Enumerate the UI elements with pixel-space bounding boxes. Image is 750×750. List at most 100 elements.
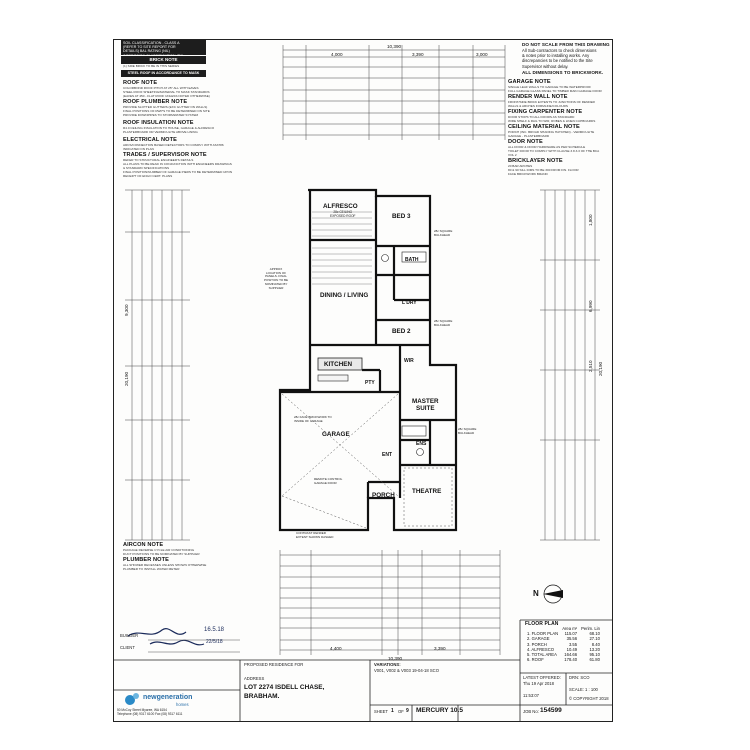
client-label: CLIENT bbox=[120, 645, 135, 650]
room-dining: DINING / LIVING bbox=[320, 292, 369, 299]
row-label: 3. PORCH bbox=[527, 641, 547, 647]
proposed-label: PROPOSED RESIDENCE FOR bbox=[244, 662, 304, 667]
annot-contrast-render: CONTRAST RENDER EXTENT SHOWN DASHED bbox=[296, 531, 334, 539]
table-header: Perim. Lin bbox=[581, 626, 600, 631]
dim-right-b: 2,510 bbox=[588, 360, 593, 373]
row-area: 115.07 bbox=[564, 631, 578, 637]
dim-left-total: 9,300 bbox=[124, 304, 129, 317]
north-label: N bbox=[533, 589, 539, 598]
row-area: 178.40 bbox=[564, 657, 578, 663]
room-kitchen: KITCHEN bbox=[324, 361, 352, 368]
room-bed2: BED 2 bbox=[392, 328, 411, 335]
table-header: Area m² bbox=[562, 626, 578, 631]
note-head-roof: ROOF NOTE bbox=[123, 80, 158, 86]
table-row: 5. TOTAL AREA 164.66 95.10 bbox=[525, 652, 602, 657]
note-text-render: FRONT/SIDE BRICK EXTENTS TO JUNCTIONS OF… bbox=[508, 100, 595, 108]
client-date: 22/5/18 bbox=[206, 639, 223, 645]
note-text-electrical: ARCS/CONNECTION BASED DETECTORS TO COMPL… bbox=[123, 143, 224, 151]
dim-top-c: 3,000 bbox=[476, 52, 488, 57]
room-ens: ENS bbox=[416, 441, 427, 447]
annot-solar: APPROX LOCATION OF PANELS. FINAL POSITIO… bbox=[264, 267, 289, 290]
dim-top-total: 10,390 bbox=[387, 44, 402, 49]
note-text-plumber: ALL SHOWER RECESSES UNLESS SHOWN OTHERWI… bbox=[123, 563, 207, 571]
job-number: 154599 bbox=[540, 707, 562, 714]
warning-no-scale: DO NOT SCALE FROM THIS DRAWING bbox=[522, 42, 610, 47]
latest-offered-label: LATEST OFFERED: bbox=[523, 675, 561, 680]
row-perim: 8.40 bbox=[591, 641, 600, 647]
room-alfresco-sub: 28c CEILING EXPOSED ROOF bbox=[330, 210, 356, 218]
dim-left-mid: 20,190 bbox=[124, 371, 129, 386]
dim-top-b: 3,390 bbox=[412, 52, 424, 57]
row-area: 3.55 bbox=[568, 641, 578, 647]
time-printed: 11:53:07 bbox=[523, 693, 539, 698]
note-head-garage: GARAGE NOTE bbox=[508, 79, 551, 85]
table-row: 3. PORCH 3.55 8.40 bbox=[525, 642, 602, 647]
company-address: 50 McCoy Street Myaree, WA 6154 Telephon… bbox=[117, 708, 183, 716]
room-ent: ENT bbox=[382, 452, 392, 458]
room-wir: WIR bbox=[404, 358, 414, 364]
note-text-bricklayer: 20 BAR ARCHES 80 & 90 SILL DIMS TO BE 30… bbox=[508, 164, 579, 176]
sheet-total: 9 bbox=[406, 708, 409, 714]
copyright: © COPYRIGHT 2018 bbox=[569, 696, 609, 701]
row-perim: 68.10 bbox=[589, 631, 600, 637]
floor-plan-table-title: FLOOR PLAN bbox=[525, 621, 559, 627]
company-sub: homes bbox=[176, 702, 189, 707]
steel-roof-band: STEEL ROOF IN ACCORDANCE TO MASK STANDAR… bbox=[121, 70, 206, 82]
sheet-label: SHEET bbox=[374, 709, 388, 714]
annot-garage-brick: 28c FACE BRICKWORK TO INSIDE OF GARAGE bbox=[294, 415, 332, 423]
room-alfresco: ALFRESCO bbox=[323, 203, 358, 210]
row-area: 10.49 bbox=[566, 646, 578, 652]
note-text-fixing: DOOR STOPS TO ALL DOORS AS STANDARD WIRE… bbox=[508, 115, 596, 123]
table-row: 6. ROOF 178.40 61.80 bbox=[525, 657, 602, 662]
table-header-row: Area m² Perim. Lin bbox=[525, 626, 602, 631]
note-head-bricklayer: BRICKLAYER NOTE bbox=[508, 158, 563, 164]
address-label: ADDRESS bbox=[244, 676, 265, 681]
annot-bulkhead-2: 28c SQUARE BULKHEAD bbox=[434, 319, 453, 327]
table-row: 4. ALFRESCO 10.49 13.20 bbox=[525, 647, 602, 652]
note-head-plumber: PLUMBER NOTE bbox=[123, 557, 169, 563]
row-perim: 61.80 bbox=[589, 657, 600, 663]
annot-remote: REMOTE CONTROL GARAGE DOOR bbox=[314, 477, 343, 485]
brick-note-band: BRICK NOTE bbox=[121, 56, 206, 64]
variations-label: VARIATIONS: bbox=[374, 662, 401, 667]
table-row: 1. FLOOR PLAN 115.07 68.10 bbox=[525, 631, 602, 636]
row-perim: 27.10 bbox=[589, 636, 600, 642]
note-head-door: DOOR NOTE bbox=[508, 139, 543, 145]
room-porch: PORCH bbox=[372, 492, 395, 499]
note-head-aircon: AIRCON NOTE bbox=[123, 542, 164, 548]
warning-dims: ALL DIMENSIONS TO BRICKWORK. bbox=[522, 70, 604, 75]
room-bed3: BED 3 bbox=[392, 213, 411, 220]
note-head-roof-insulation: ROOF INSULATION NOTE bbox=[123, 120, 194, 126]
brick-note-sub: (1) SIDE BRICK TO BE IN THIS SERIES bbox=[123, 64, 180, 68]
dim-top-a: 4,000 bbox=[331, 52, 343, 57]
floor-plan-area-table: Area m² Perim. Lin 1. FLOOR PLAN 115.07 … bbox=[525, 626, 602, 662]
room-master: MASTER SUITE bbox=[412, 398, 439, 412]
room-bath: BATH bbox=[405, 257, 419, 263]
address-line1: LOT 2274 ISDELL CHASE, bbox=[244, 684, 325, 691]
note-text-trades: REFER TO STRUCTURAL ENGINEER'S DETAILS A… bbox=[123, 158, 233, 178]
note-head-roof-plumber: ROOF PLUMBER NOTE bbox=[123, 99, 188, 105]
note-text-door: ALL DOOR & DOOR HARDWARE AS PER SCHEDULE… bbox=[508, 145, 600, 157]
room-ldry: L'DRY bbox=[402, 300, 417, 306]
note-text-ceiling: PORCH (INC. BROAD SHADING HATCHED) - VER… bbox=[508, 130, 595, 138]
row-label: 1. FLOOR PLAN bbox=[527, 631, 559, 637]
room-garage: GARAGE bbox=[322, 431, 350, 438]
dim-bottom-b: 3,390 bbox=[434, 646, 446, 651]
table-row: 2. GARAGE 35.56 27.10 bbox=[525, 636, 602, 641]
plan-name: MERCURY 10.5 bbox=[416, 707, 463, 714]
sheet-of: OF bbox=[398, 709, 404, 714]
warning-text: All Sub-contractors to check dimensions … bbox=[522, 48, 597, 69]
job-label: JOB No: bbox=[523, 709, 539, 714]
dim-bottom-a: 4,400 bbox=[330, 646, 342, 651]
row-perim: 13.20 bbox=[589, 646, 600, 652]
dim-bottom-total: 10,390 bbox=[388, 656, 403, 661]
note-head-ceiling: CEILING MATERIAL NOTE bbox=[508, 124, 580, 130]
builder-date: 16.5.18 bbox=[204, 627, 225, 633]
note-head-render: RENDER WALL NOTE bbox=[508, 94, 568, 100]
row-label: 6. ROOF bbox=[527, 657, 544, 663]
room-theatre: THEATRE bbox=[412, 488, 442, 495]
scale: SCALE: 1 : 100 bbox=[569, 687, 598, 692]
site-classification-box: SOIL CLASSIFICATION - CLASS A (REFER TO … bbox=[121, 40, 206, 58]
note-text-aircon: PACKAGE REVERSE CYCLE AIR CONDITIONING D… bbox=[123, 548, 200, 556]
latest-offered-date: Thu 19 Apr 2018 bbox=[523, 681, 554, 686]
